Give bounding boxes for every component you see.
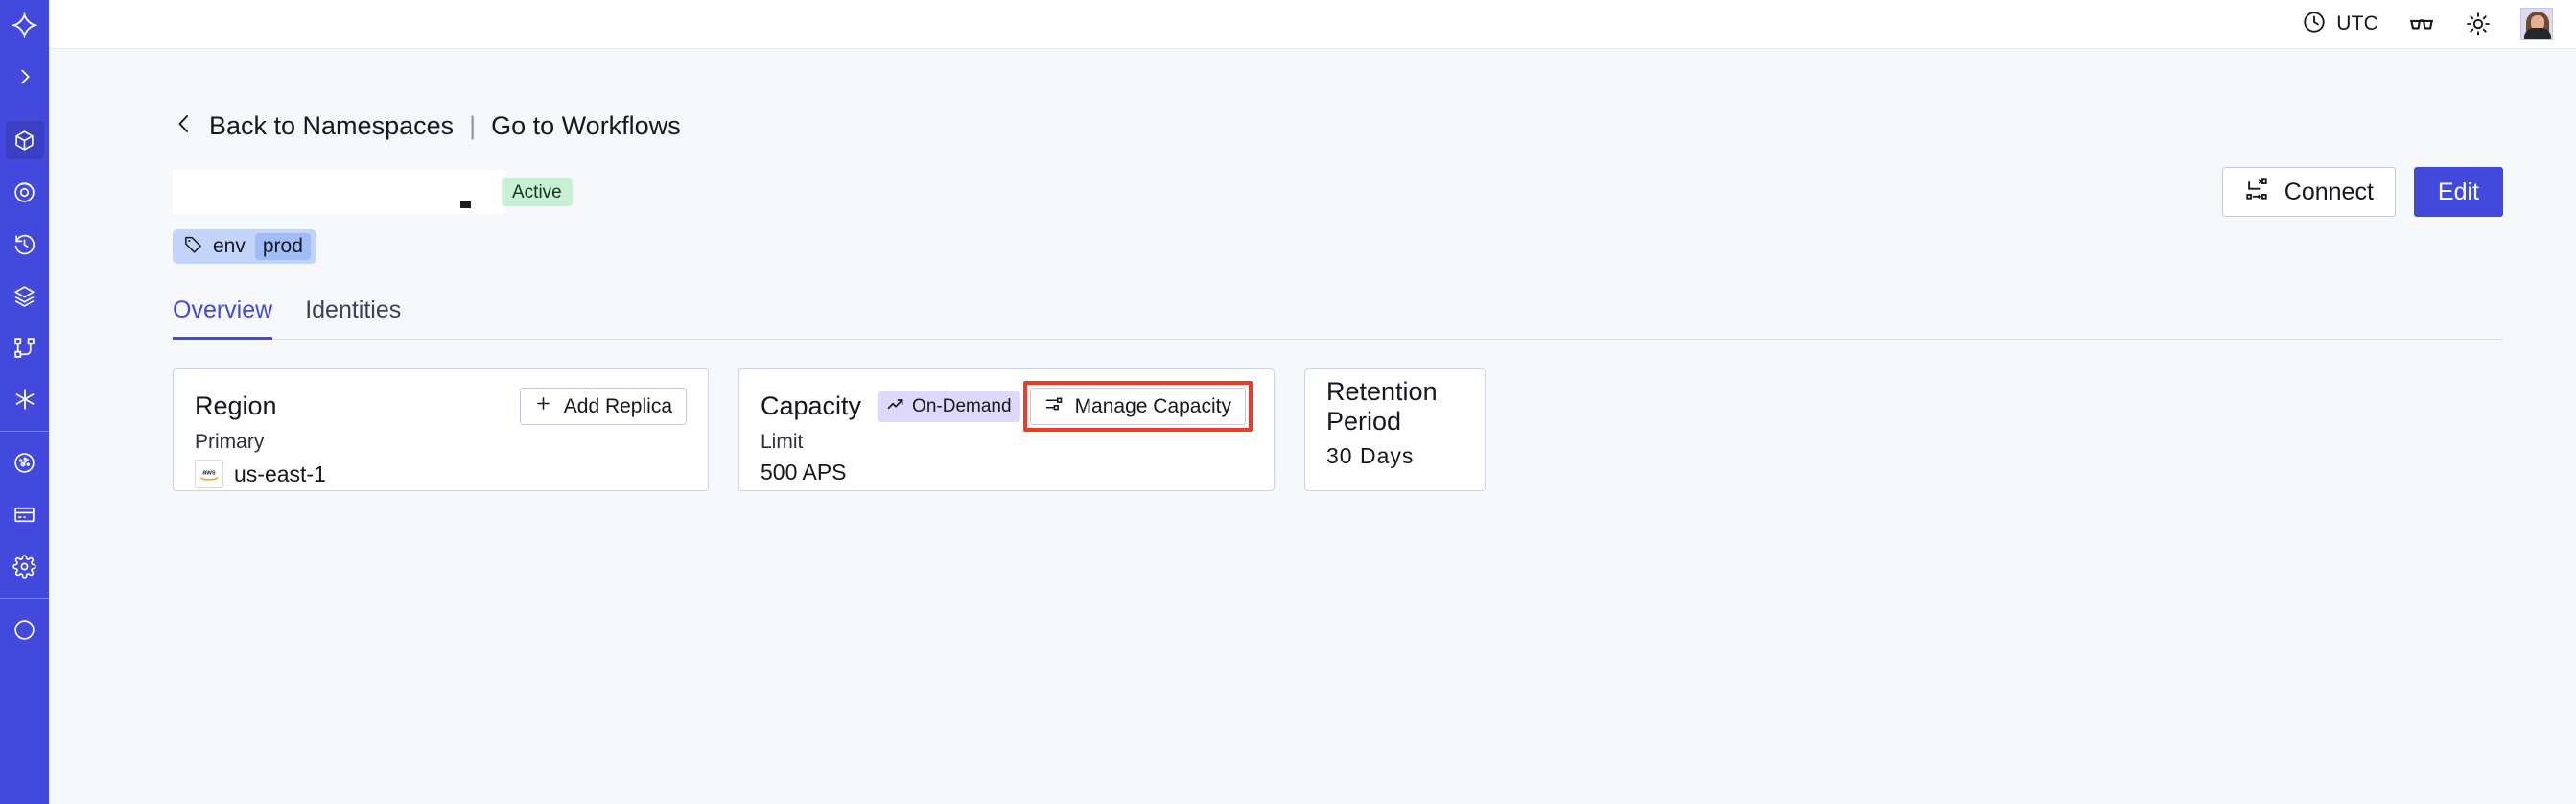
tag-key: env [213, 235, 246, 257]
manage-capacity-label: Manage Capacity [1074, 394, 1231, 417]
go-to-workflows-link[interactable]: Go to Workflows [491, 111, 681, 140]
manage-capacity-button[interactable]: Manage Capacity [1029, 388, 1246, 425]
on-demand-badge: On-Demand [878, 390, 1020, 422]
top-bar: UTC [49, 0, 2576, 49]
sidebar-item-nexus[interactable] [6, 380, 44, 418]
add-replica-button[interactable]: Add Replica [519, 388, 687, 425]
sidebar-item-observability[interactable] [6, 173, 44, 211]
retention-card-header: Retention Period [1326, 377, 1464, 436]
sliders-icon [1044, 394, 1064, 419]
region-primary-label: Primary [195, 431, 265, 453]
sidebar-item-help[interactable] [6, 610, 44, 649]
capacity-limit-label: Limit [761, 431, 804, 453]
sidebar-item-layers[interactable] [6, 276, 44, 315]
back-to-namespaces-link[interactable]: Back to Namespaces [209, 111, 455, 140]
sidebar-divider [0, 431, 49, 432]
timezone-selector[interactable]: UTC [2302, 10, 2378, 39]
avatar-body [2524, 28, 2551, 39]
chevron-right-icon[interactable] [6, 58, 44, 96]
retention-card-title: Retention Period [1326, 376, 1438, 436]
aws-logo: aws [195, 460, 223, 488]
sidebar-item-history[interactable] [6, 225, 44, 263]
status-badge: Active [502, 177, 573, 206]
add-replica-label: Add Replica [563, 394, 672, 417]
sun-icon[interactable] [2465, 11, 2492, 37]
timezone-label: UTC [2336, 12, 2378, 35]
header-actions: Connect Edit [2221, 167, 2503, 217]
namespace-name-glyph [460, 201, 471, 208]
retention-card: Retention Period 30 Days [1304, 368, 1486, 491]
breadcrumb-separator: | [469, 111, 477, 140]
glasses-icon[interactable] [2407, 10, 2436, 38]
sidebar-item-billing[interactable] [6, 495, 44, 533]
manage-capacity-highlight-wrapper: Manage Capacity [1022, 381, 1253, 432]
connect-flow-icon [2244, 177, 2269, 208]
avatar-face [2531, 15, 2544, 31]
title-row: Active Connect Edit [173, 167, 2503, 217]
connect-button-label: Connect [2283, 177, 2374, 205]
sidebar-divider [0, 598, 49, 599]
trending-up-icon [886, 395, 905, 418]
sidebar-item-usage[interactable] [6, 443, 44, 482]
capacity-value: 500 APS [761, 460, 847, 485]
connect-button[interactable]: Connect [2221, 167, 2396, 217]
annotation-highlight-box: Manage Capacity [1022, 381, 1253, 432]
region-value: us-east-1 [234, 461, 326, 486]
retention-value: 30 Days [1326, 443, 1415, 468]
capacity-card: Capacity On-Demand [738, 368, 1275, 491]
sidebar-item-settings[interactable] [6, 547, 44, 585]
sidebar [0, 0, 49, 804]
capacity-card-header: Capacity On-Demand [761, 381, 1253, 432]
sidebar-item-workflows[interactable] [6, 328, 44, 367]
edit-button[interactable]: Edit [2413, 167, 2503, 217]
chevron-left-icon [173, 109, 196, 143]
namespace-name-redacted [173, 170, 504, 214]
tab-bar: Overview Identities [173, 290, 2503, 340]
temporal-logo-icon[interactable] [6, 6, 44, 44]
user-avatar[interactable] [2520, 8, 2553, 40]
region-card: Region Add Replica Primary aws [173, 368, 709, 491]
tag-icon [183, 234, 203, 259]
svg-text:aws: aws [202, 467, 216, 476]
capacity-card-title: Capacity [761, 391, 862, 420]
region-value-row: aws us-east-1 [195, 460, 687, 488]
clock-icon [2302, 10, 2327, 39]
region-card-title: Region [195, 391, 277, 420]
on-demand-badge-label: On-Demand [912, 396, 1012, 416]
namespace-tag[interactable]: env prod [173, 229, 316, 264]
main-content: Back to Namespaces | Go to Workflows Act… [49, 49, 2576, 804]
region-card-header: Region Add Replica [195, 388, 687, 425]
breadcrumb[interactable]: Back to Namespaces | Go to Workflows [173, 109, 681, 143]
edit-button-label: Edit [2437, 177, 2479, 205]
main-column: UTC [49, 0, 2576, 804]
tag-value: prod [254, 233, 311, 260]
plus-icon [534, 394, 552, 418]
overview-cards: Region Add Replica Primary aws [173, 368, 2503, 491]
tab-overview[interactable]: Overview [173, 296, 273, 340]
sidebar-item-namespaces[interactable] [5, 121, 44, 159]
tab-identities[interactable]: Identities [305, 296, 402, 323]
